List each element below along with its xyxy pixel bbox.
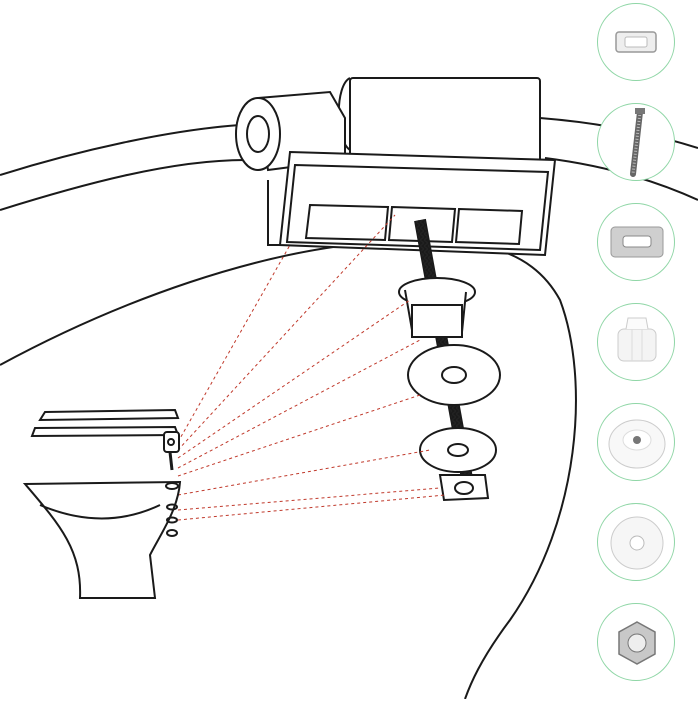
hex-nut-icon xyxy=(618,621,656,665)
expansion-nut-icon xyxy=(617,317,657,362)
part-circle-bolt xyxy=(597,103,675,181)
part-circle-bracket xyxy=(597,203,675,281)
bolt-icon xyxy=(630,108,645,177)
flat-washer-icon xyxy=(610,516,664,570)
bolt-stack xyxy=(398,218,501,502)
part-circle-flat-washer xyxy=(597,503,675,581)
gasket-icon xyxy=(615,31,657,53)
part-circle-expansion-nut xyxy=(597,303,675,381)
hinge-assembly xyxy=(235,77,557,257)
part-circle-hex-nut xyxy=(597,603,675,681)
toilet-overview xyxy=(22,408,182,599)
part-circle-gasket xyxy=(597,3,675,81)
bracket-icon xyxy=(610,226,664,258)
cone-washer-icon xyxy=(608,419,666,469)
part-circle-cone-washer xyxy=(597,403,675,481)
leader-lines xyxy=(177,214,446,521)
